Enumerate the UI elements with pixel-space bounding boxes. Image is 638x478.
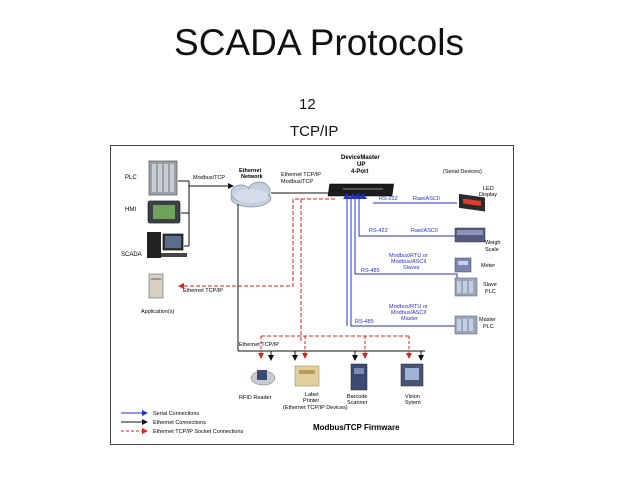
modbus-rtu-master-label-1: Modbus/RTU or — [389, 304, 428, 310]
hmi-label: HMI — [125, 207, 136, 213]
rs422-link — [358, 198, 457, 237]
plc-device — [148, 160, 178, 196]
weigh-scale-label-2: Scale — [485, 247, 499, 253]
application-computer — [148, 273, 164, 299]
devicemaster-label-2: UP — [357, 162, 365, 168]
rs485-master-link — [350, 198, 457, 327]
label-printer-label-1: Label — [305, 392, 318, 398]
led-display-device — [459, 193, 485, 212]
rs232-label: RS-232 — [379, 196, 398, 202]
ethernet-tcpip-top-label-2: Modbus/TCP — [281, 179, 313, 185]
modbus-rtu-master-label-3: Master — [401, 316, 418, 322]
modbus-rtu-slaves-label-3: Slaves — [403, 265, 420, 271]
serial-devices-label: (Serial Devices) — [443, 169, 482, 175]
scada-network-diagram: PLC HMI SCADA Modbus/TCP Ethernet Networ… — [110, 145, 514, 445]
raw-ascii-2-label: Raw/ASCII — [411, 228, 438, 234]
rfid-label: RFID Reader — [239, 395, 272, 401]
weigh-scale-label-1: Weigh — [485, 240, 501, 246]
vision-label-2: Sytem — [405, 400, 421, 406]
slide-title: SCADA Protocols — [174, 22, 464, 63]
rs422-label: RS-422 — [369, 228, 388, 234]
ethernet-network-cloud — [230, 181, 272, 208]
devicemaster-unit — [327, 183, 394, 197]
firmware-footer: Modbus/TCP Firmware — [313, 423, 400, 432]
serial-arrowhead-1 — [343, 193, 351, 199]
meter-device — [454, 257, 472, 273]
barcode-label-2: Scanner — [347, 400, 368, 406]
ethernet-network-label-1: Ethernet — [239, 168, 261, 174]
modbus-rtu-slaves-label-1: Modbus/RTU or — [389, 253, 428, 259]
ethernet-devices-label: (Ethernet TCP/IP Devices) — [283, 405, 348, 411]
led-display-label-1: LED — [483, 186, 494, 192]
socket-to-app — [178, 198, 335, 289]
master-plc-label-2: PLC — [483, 324, 494, 330]
slave-plc-label-1: Slave — [483, 282, 497, 288]
raw-ascii-1-label: Raw/ASCII — [413, 196, 440, 202]
ethernet-tcpip-bottom-label: Ethernet TCP/IP — [239, 342, 279, 348]
label-printer-label-2: Printer — [303, 398, 319, 404]
modbus-rtu-slaves-label-2: Modbus/ASCII — [391, 259, 427, 265]
weigh-scale-device — [454, 227, 486, 243]
legend-socket-label: Ethernet TCP/IP Socket Connections — [153, 429, 244, 435]
led-display-label-2: Display — [479, 192, 497, 198]
devicemaster-label-3: 4-Port — [351, 169, 368, 175]
barcode-label-1: Barcode — [347, 394, 368, 400]
ethernet-tcpip-top-label-1: Ethernet TCP/IP — [281, 172, 321, 178]
rs485-slaves-link — [354, 198, 458, 294]
modbus-rtu-master-label-2: Modbus/ASCII — [391, 310, 427, 316]
rfid-reader-device — [250, 370, 276, 386]
slide-subtitle: TCP/IP — [290, 123, 339, 140]
devicemaster-label-1: DeviceMaster — [341, 155, 380, 161]
scada-label: SCADA — [121, 252, 142, 258]
master-plc-device — [454, 315, 478, 335]
rs485-master-label: RS-485 — [355, 319, 374, 325]
meter-label: Meter — [481, 263, 495, 269]
label-printer-device — [294, 365, 320, 387]
application-label: Application(s) — [141, 309, 174, 315]
vision-system-device — [400, 363, 424, 387]
ethernet-network-label-2: Network — [241, 174, 264, 180]
diagram-svg: PLC HMI SCADA Modbus/TCP Ethernet Networ… — [121, 155, 501, 435]
slave-plc-label-2: PLC — [485, 289, 496, 295]
barcode-scanner-device — [350, 363, 368, 391]
modbus-tcp-left-label: Modbus/TCP — [193, 175, 225, 181]
slide-number: 12 — [299, 96, 316, 113]
hmi-device — [147, 200, 181, 224]
legend-ethernet-label: Ethernet Connections — [153, 420, 206, 426]
serial-arrowhead-4 — [359, 193, 367, 199]
ethernet-tcpip-app-label: Ethernet TCP/IP — [183, 288, 223, 294]
rs485-slaves-label: RS-485 — [361, 268, 380, 274]
slave-plc-device — [454, 277, 478, 297]
vision-label-1: Vision — [405, 394, 420, 400]
legend-serial-label: Serial Connections — [153, 411, 199, 417]
plc-label: PLC — [125, 175, 137, 181]
scada-computer — [147, 232, 187, 258]
master-plc-label-1: Master — [479, 317, 496, 323]
